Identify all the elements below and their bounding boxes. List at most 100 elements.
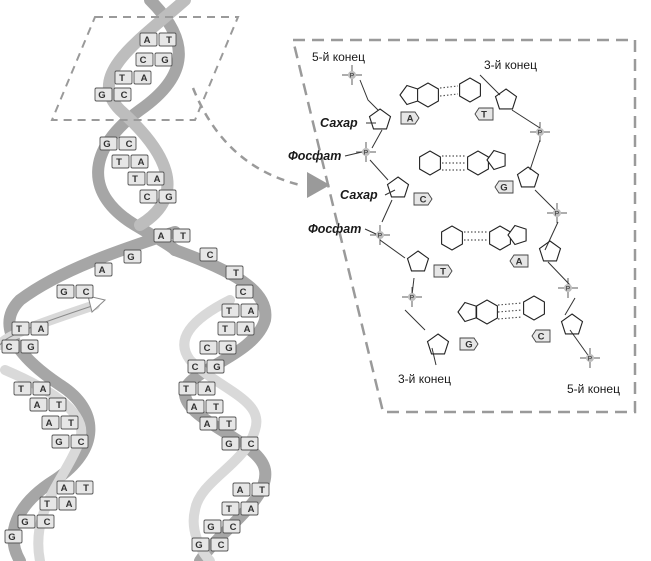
right-edge-pair-left: G [191, 537, 210, 552]
unwound-right-base-2-letter: T [233, 268, 239, 279]
fork-pair-right-letter: T [180, 231, 186, 242]
right-pair-11-left-letter: T [226, 504, 232, 515]
right-edge-pair-right-letter: C [218, 540, 225, 551]
parent-pair-1-right-letter: T [166, 35, 172, 46]
parent-pair-4-left-letter: G [98, 90, 105, 101]
parent-pair-2-left-letter: C [140, 55, 147, 66]
left-pair-2-right-letter: A [38, 324, 45, 335]
sugar-ring-7 [538, 240, 562, 262]
left-pair-6-left: A [41, 415, 60, 430]
parent-pair-4-right-letter: C [121, 90, 128, 101]
left-pair-9-left: T [39, 496, 58, 511]
hydrogen-bond-8 [497, 302, 523, 306]
parent-pair-6-right: A [130, 154, 149, 169]
parent-pair-1-left: A [139, 32, 158, 47]
row2-right-hex [467, 150, 489, 176]
detail-tag-t-row3-letter: T [440, 267, 446, 278]
left-pair-10-left-letter: G [21, 517, 28, 528]
sugar-rings [368, 88, 584, 355]
phosphate-1: P [342, 65, 362, 85]
right-pair-8-left-letter: A [204, 419, 211, 430]
left-pair-5-right-letter: T [56, 400, 62, 411]
left-edge-base-letter: G [8, 532, 15, 543]
detail-tag-t-row1-letter: T [481, 110, 487, 121]
left-new-strand-arrowhead [87, 295, 107, 313]
svg-text:P: P [364, 149, 368, 156]
left-pair-10-right-letter: C [44, 517, 51, 528]
phosphate-4: P [402, 287, 422, 307]
parent-pair-3-right: A [133, 70, 152, 85]
svg-text:P: P [566, 285, 570, 292]
right-pair-6-left: T [178, 381, 197, 396]
right-pair-7-right-letter: T [213, 402, 219, 413]
right-pair-4-right: G [218, 340, 237, 355]
label-sugar-1: Сахар [320, 116, 358, 130]
detail-tag-c-row4: C [531, 329, 551, 343]
right-pair-10-right-letter: T [259, 485, 265, 496]
left-pair-4-left: T [13, 381, 32, 396]
fork-pair-left: A [153, 228, 172, 243]
svg-text:P: P [378, 232, 382, 239]
row2-left-hex [419, 150, 441, 176]
label-5-end-bottom: 5-й конец [567, 382, 620, 396]
right-pair-7-left: A [186, 399, 205, 414]
right-pair-12-right: C [222, 519, 241, 534]
label-3-end-bottom: 3-й конец [398, 372, 451, 386]
hydrogen-bonds [439, 85, 523, 320]
right-pair-2-left: T [221, 303, 240, 318]
right-pair-4-left: C [199, 340, 218, 355]
left-pair-10-right: C [36, 514, 55, 529]
fork-pair-right: T [172, 228, 191, 243]
detail-tag-a-row3-letter: A [516, 257, 523, 268]
right-pair-6-right: A [197, 381, 216, 396]
unwound-left-base-2: G [123, 249, 142, 264]
right-pair-3-right-letter: A [244, 324, 251, 335]
left-pair-5-right: T [48, 397, 67, 412]
parent-pair-5-right: C [118, 136, 137, 151]
parent-pair-6-left-letter: T [116, 157, 122, 168]
right-pair-8-right-letter: T [226, 419, 232, 430]
row4-left-hex [476, 299, 498, 325]
left-pair-2-right: A [30, 321, 49, 336]
left-pair-6-right: T [60, 415, 79, 430]
label-sugar-2: Сахар [340, 188, 378, 202]
right-pair-7-left-letter: A [191, 402, 198, 413]
sugar-ring-4 [426, 333, 450, 355]
right-pair-10-left-letter: A [237, 485, 244, 496]
phosphate-2-leader [364, 228, 377, 235]
parent-pair-3-left-letter: T [119, 73, 125, 84]
parent-pair-8-left-letter: C [144, 192, 151, 203]
right-pair-2-left-letter: T [226, 306, 232, 317]
detail-panel-outline [291, 38, 637, 414]
parent-pair-7-right: A [146, 171, 165, 186]
right-pair-2-right: A [240, 303, 259, 318]
parent-pair-1-left-letter: A [144, 35, 151, 46]
phosphate-1-leader [344, 151, 363, 157]
left-pair-7-left-letter: G [55, 437, 62, 448]
hydrogen-bond-10 [497, 316, 523, 320]
right-pair-12-left: G [203, 519, 222, 534]
parent-pair-2-right-letter: G [161, 55, 168, 66]
left-pair-7-right-letter: C [78, 437, 85, 448]
parent-pair-8-left: C [139, 189, 158, 204]
phosphate-7: P [558, 278, 578, 298]
